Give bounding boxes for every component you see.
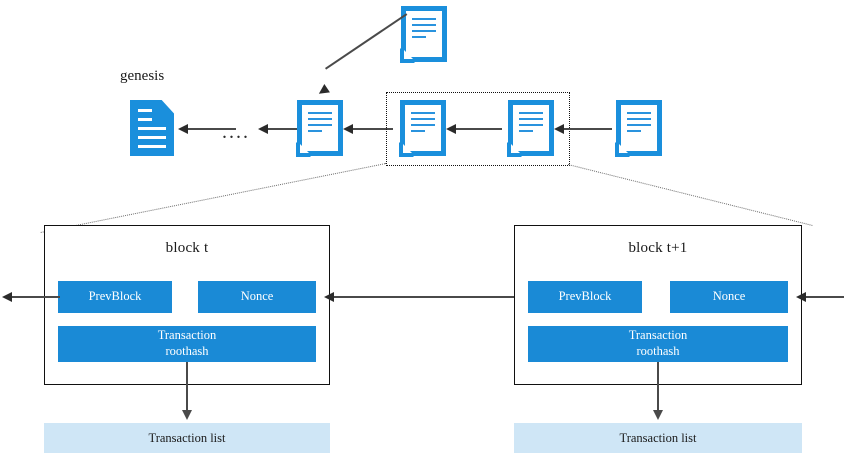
block-icon-1 bbox=[296, 100, 343, 157]
arrow-block3-to-block2-head bbox=[446, 124, 456, 134]
arrow-into-block-t1-head bbox=[796, 292, 806, 302]
arrow-block-t-to-txlist-line bbox=[186, 362, 188, 414]
guide-line-left bbox=[40, 163, 387, 233]
genesis-icon-lines bbox=[138, 109, 166, 154]
arrow-block-t-prev-link-line bbox=[10, 296, 60, 298]
block-t-nonce-field[interactable]: Nonce bbox=[198, 281, 316, 313]
block-t-roothash-field[interactable]: Transaction roothash bbox=[58, 326, 316, 362]
block-t-transaction-list[interactable]: Transaction list bbox=[44, 423, 330, 453]
block-t-roothash-line2: roothash bbox=[165, 344, 209, 358]
arrow-into-block-t1-line bbox=[804, 296, 844, 298]
arrow-block4-to-block3-head bbox=[554, 124, 564, 134]
arrow-block-t-to-txlist-head bbox=[182, 410, 192, 420]
arrow-to-genesis-head bbox=[178, 124, 188, 134]
arrow-block1-to-ellipsis-line bbox=[268, 128, 300, 130]
orphan-block-icon bbox=[400, 6, 447, 63]
block-t1-prevblock-field[interactable]: PrevBlock bbox=[528, 281, 642, 313]
block-icon-3 bbox=[507, 100, 554, 157]
arrow-orphan-to-block1-line bbox=[325, 13, 408, 70]
block-t1-roothash-field[interactable]: Transaction roothash bbox=[528, 326, 788, 362]
arrow-block-t-prev-link-head bbox=[2, 292, 12, 302]
guide-line-right bbox=[567, 164, 813, 226]
genesis-label: genesis bbox=[120, 68, 165, 84]
genesis-block-icon bbox=[130, 100, 174, 156]
arrow-block3-to-block2-line bbox=[456, 128, 502, 130]
block-t-prevblock-field[interactable]: PrevBlock bbox=[58, 281, 172, 313]
block-t1-transaction-list[interactable]: Transaction list bbox=[514, 423, 802, 453]
arrow-orphan-to-block1-head bbox=[316, 84, 330, 98]
block-t1-nonce-field[interactable]: Nonce bbox=[670, 281, 788, 313]
arrow-block-t1-to-block-t-line bbox=[332, 296, 528, 298]
arrow-block-t1-to-txlist-line bbox=[657, 362, 659, 414]
arrow-block-t1-to-txlist-head bbox=[653, 410, 663, 420]
block-icon-4 bbox=[615, 100, 662, 157]
block-t1-title: block t+1 bbox=[628, 240, 688, 256]
arrow-to-genesis-line bbox=[188, 128, 236, 130]
arrow-block2-to-block1-line bbox=[353, 128, 393, 130]
block-t-title: block t bbox=[165, 240, 209, 256]
block-t1-roothash-line1: Transaction bbox=[628, 328, 688, 343]
block-t1-roothash-line2: roothash bbox=[636, 344, 680, 358]
arrow-block-t1-to-block-t-head bbox=[324, 292, 334, 302]
arrow-block2-to-block1-head bbox=[343, 124, 353, 134]
block-icon-2 bbox=[399, 100, 446, 157]
block-t-roothash-line1: Transaction bbox=[157, 328, 217, 343]
chain-ellipsis: .... bbox=[222, 121, 250, 143]
arrow-block4-to-block3-line bbox=[564, 128, 612, 130]
arrow-block1-to-ellipsis-head bbox=[258, 124, 268, 134]
